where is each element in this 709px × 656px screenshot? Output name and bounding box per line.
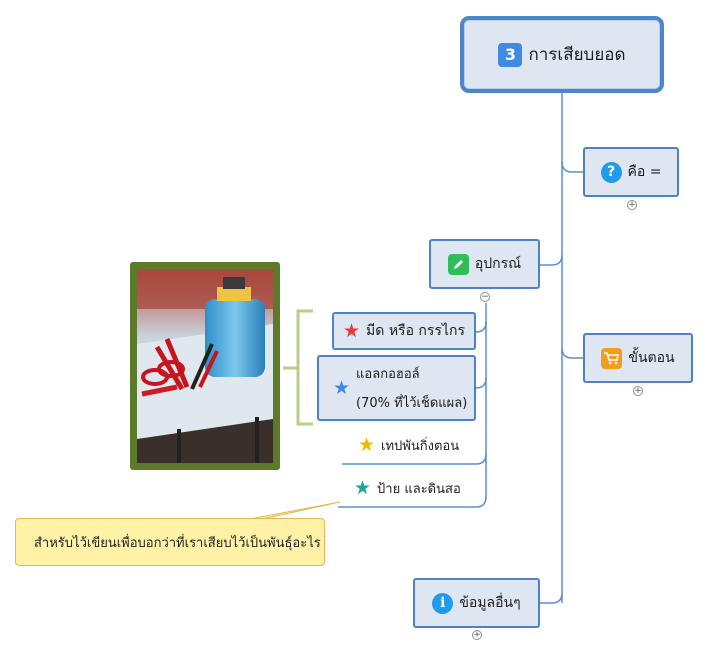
subtopic-label-line2: (70% ที่ไว้เช็ดแผล) xyxy=(356,396,468,411)
info-icon: i xyxy=(432,592,454,614)
subtopic-label: มีด หรือ กรรไกร xyxy=(366,323,465,339)
topic-other-info-label: ข้อมูลอื่นๆ xyxy=(459,595,521,611)
topic-other-info[interactable]: i ข้อมูลอื่นๆ xyxy=(413,578,540,628)
subtopic-label-line1: แอลกอฮอล์ xyxy=(356,367,420,382)
topic-equipment[interactable]: อุปกรณ์ xyxy=(429,239,540,289)
subtopic-grafting-tape[interactable]: ★ เทปพันกิ่งตอน xyxy=(358,434,459,456)
subtopic-alcohol[interactable]: ★ แอลกอฮอล์ (70% ที่ไว้เช็ดแผล) xyxy=(317,355,476,421)
root-topic[interactable]: 3 การเสียบยอด xyxy=(460,16,664,93)
teal-star-icon: ★ xyxy=(354,476,372,499)
cart-icon xyxy=(601,347,623,369)
blue-star-icon: ★ xyxy=(333,376,351,399)
pencil-icon xyxy=(447,253,469,275)
expand-toggle-other-info[interactable]: + xyxy=(472,630,482,640)
subtopic-knife-scissors[interactable]: ★ มีด หรือ กรรไกร xyxy=(332,312,476,350)
red-star-icon: ★ xyxy=(343,319,361,342)
yellow-star-icon: ★ xyxy=(358,433,376,456)
root-topic-label: การเสียบยอด xyxy=(528,45,626,65)
topic-definition[interactable]: ? คือ = xyxy=(583,147,679,197)
collapse-toggle-equipment[interactable]: − xyxy=(480,292,490,302)
topic-equipment-label: อุปกรณ์ xyxy=(474,256,522,272)
topic-number-badge: 3 xyxy=(498,42,523,67)
subtopic-label-and-pencil[interactable]: ★ ป้าย และดินสอ xyxy=(354,477,461,499)
tools-and-alcohol-bottle-image xyxy=(137,269,273,463)
equipment-photo[interactable] xyxy=(130,262,280,470)
subtopic-label: ป้าย และดินสอ xyxy=(377,481,461,497)
subtopic-label: เทปพันกิ่งตอน xyxy=(381,438,460,454)
topic-definition-label: คือ = xyxy=(627,164,662,180)
topic-procedure-label: ขั้นตอน xyxy=(628,350,675,366)
note-text: สำหรับไว้เขียนเพื่อบอกว่าที่เราเสียบไว้เ… xyxy=(34,535,321,551)
expand-toggle-procedure[interactable]: + xyxy=(633,386,643,396)
topic-procedure[interactable]: ขั้นตอน xyxy=(583,333,693,383)
note-callout[interactable]: สำหรับไว้เขียนเพื่อบอกว่าที่เราเสียบไว้เ… xyxy=(15,518,325,566)
expand-toggle-definition[interactable]: + xyxy=(627,200,637,210)
question-icon: ? xyxy=(600,161,622,183)
